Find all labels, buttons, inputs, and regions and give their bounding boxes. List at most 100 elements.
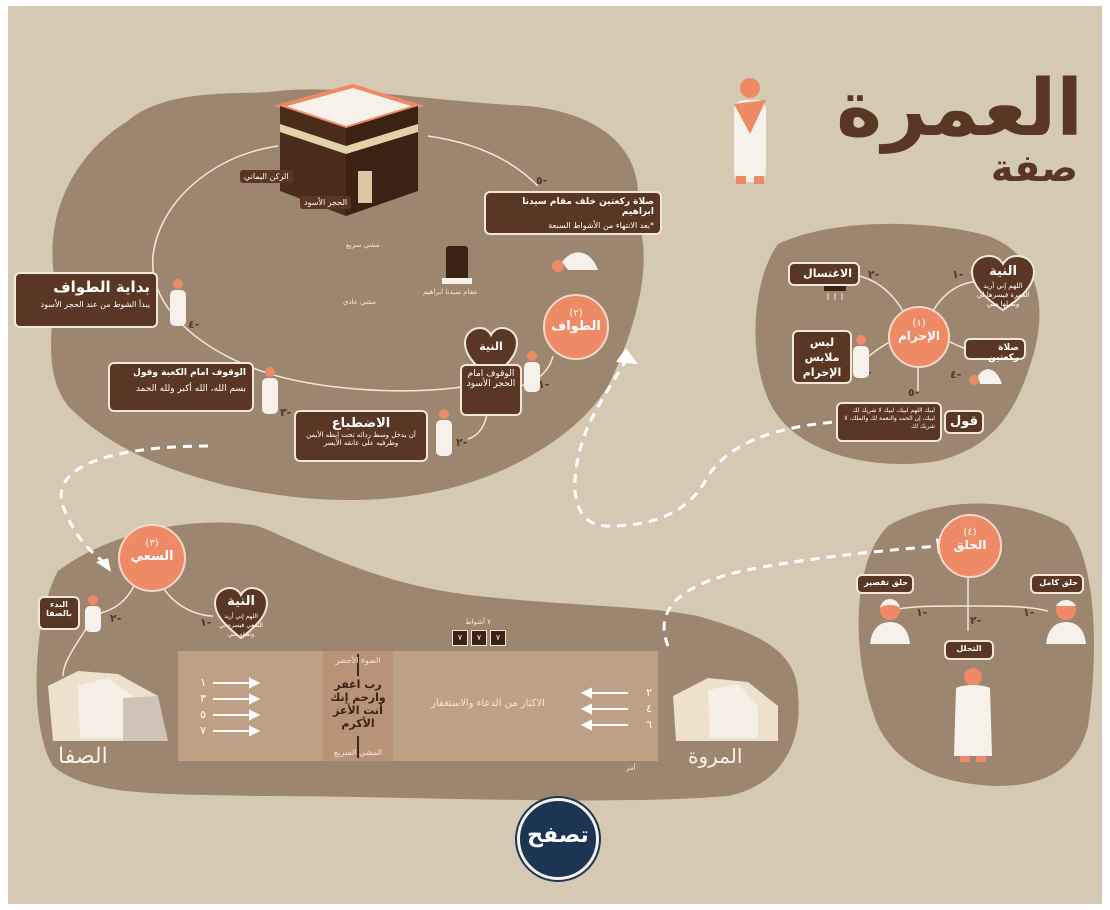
ihram-item-3-title: لبس ملابس الإحرام (802, 336, 842, 379)
halq-step-circle: (٤) الحلق (938, 514, 1002, 578)
sai-item-2-number: ٢- (110, 612, 122, 625)
kaaba-label-rukn: الركن اليماني (240, 170, 293, 183)
ihram-item-4-number: ٤- (950, 368, 962, 381)
lap-number: ٢ (646, 686, 652, 699)
lap-icon-label: ٧ (476, 633, 482, 642)
main-title: العمرة (836, 64, 1083, 154)
logo-text: تصفح (527, 823, 589, 848)
ihram-item-5-number: ٥- (908, 386, 920, 399)
lap-number: ٣ (200, 692, 206, 705)
sai-step-number: (٣) (145, 538, 159, 549)
walk-fast-label: مشي سريع (346, 241, 380, 249)
praying-pilgrim-icon (552, 252, 598, 272)
halq-option-3-title: التحلل (956, 644, 982, 653)
heart-icon (213, 586, 269, 640)
ihram-item-5-text: لبيك اللهم لبيك، لبيك لا شريك لك لبيك، إ… (844, 407, 935, 430)
sai-count-icons: ٧ ٧ ٧ (452, 630, 506, 646)
halq-option-3-box: التحلل (944, 640, 994, 660)
tawaf-niyya-title: النية (479, 340, 503, 353)
tawaf-step-4-box: بداية الطواف يبدأ الشوط من عند الحجر الأ… (14, 272, 158, 328)
connector-sai-to-halq (662, 544, 939, 647)
tawaf-step-4-number: ٤- (188, 318, 200, 331)
pilgrim-icon (170, 279, 186, 326)
safa-mountain-icon (48, 671, 168, 741)
sai-item-1-number: ١- (200, 616, 212, 629)
connector-ihram-to-tawaf (573, 355, 849, 528)
pilgrim-icon (85, 595, 101, 632)
connector-tawaf-to-sai (59, 444, 209, 568)
sub-title: صفة (990, 146, 1078, 190)
tawaf-step-1-number: ١- (538, 378, 550, 391)
tawaf-step-4-title: بداية الطواف (53, 278, 150, 296)
tawaf-step-3-box: الوقوف امام الكعبة وقول بسم الله، الله أ… (108, 362, 254, 412)
shower-icon (824, 286, 846, 300)
halq-option-2-title: حلق تقصير (864, 578, 908, 587)
infographic-canvas: العمرة صفة (٢) الطواف الركن اليماني الحج… (8, 6, 1102, 904)
shaved-head-icon (1046, 600, 1086, 644)
ihram-step-circle: (١) الإحرام (888, 306, 950, 368)
sai-niyya-title: النية (227, 594, 255, 609)
tawaf-step-5-number: ٥- (536, 174, 548, 187)
ihram-niyya-heart: النية اللهم إني أريد العمرة فيسرها لي وت… (970, 254, 1036, 314)
halq-option-1-title: حلق كامل (1039, 578, 1078, 587)
ihram-item-5-title: قول (950, 414, 978, 429)
tawaf-step-4-text: يبدأ الشوط من عند الحجر الأسود (40, 300, 150, 309)
sai-niyya-text: اللهم إني أريد السعي فيسره لي وتقبله مني (219, 613, 263, 638)
ihram-step-label: الإحرام (897, 329, 941, 343)
halq-step-number: (٤) (963, 527, 977, 538)
tawaf-step-5-box: صلاة ركعتين خلف مقام سيدنا ابراهيم *بعد … (484, 191, 662, 235)
halq-option-2-number: ١- (916, 606, 928, 619)
maqam-label: مقام سيدنا ابراهيم (422, 288, 478, 296)
tawaf-step-circle: (٢) الطواف (543, 294, 609, 360)
sai-item-2-title: البدء بالصفا (46, 600, 72, 618)
pilgrim-icon (734, 78, 766, 184)
pilgrim-in-thobe-icon (954, 668, 992, 762)
tawaf-step-5-text: *بعد الانتهاء من الأشواط السبعة (548, 221, 654, 230)
sai-dhikr: الاكثار من الدعاء والاستغفار (431, 698, 545, 709)
halq-option-1-number: ١- (1023, 606, 1035, 619)
ihram-item-2-box: الاغتسال (788, 262, 860, 286)
sai-niyya-heart: النية اللهم إني أريد السعي فيسره لي وتقب… (213, 586, 269, 642)
tawaf-step-2-text: أن يدخل وسط ردائه تحت إبطه الأيمن وطرفيه… (306, 431, 416, 447)
halq-option-1-box: حلق كامل (1030, 574, 1084, 594)
tawaf-circuit (152, 135, 539, 392)
walk-normal-label: مشي عادي (343, 298, 376, 306)
sai-track (178, 651, 658, 761)
sai-laps-left: ١ ٣ ٥ ٧ (190, 676, 206, 740)
ihram-niyya-text: اللهم إني أريد العمرة فيسرها لي وتقبلها … (976, 282, 1030, 308)
lap-number: ٤ (646, 702, 652, 715)
halq-option-3-number: ٢- (970, 614, 982, 627)
halq-option-2-box: حلق تقصير (856, 574, 914, 594)
ihram-step-number: (١) (912, 318, 926, 329)
pilgrim-icon (524, 351, 540, 392)
sai-count-label: ٧ أشواط (465, 618, 491, 626)
halq-step-label: الحلق (953, 538, 987, 552)
tawaf-step-1-box: الوقوف امام الحجر الأسود (460, 364, 522, 416)
tawaf-step-2-title: الاضطباع (331, 416, 391, 431)
safa-label: الصفا (58, 744, 108, 769)
ihram-item-5-title-box: قول (944, 410, 984, 434)
tawaf-step-2-number: ٢- (456, 436, 468, 449)
heart-icon (970, 254, 1036, 312)
ihram-niyya-title: النية (989, 264, 1017, 279)
sai-fast-walk: المشي السريع (333, 748, 383, 757)
lap-number: ٥ (200, 708, 206, 721)
praying-pilgrim-icon (969, 369, 1002, 385)
lap-icon: ٧ (471, 630, 487, 646)
sai-item-2-box: البدء بالصفا (38, 596, 80, 630)
ihram-item-1-number: ١- (952, 268, 964, 281)
lap-number: ٦ (646, 718, 652, 731)
lap-icon-label: ٧ (495, 633, 501, 642)
tawaf-step-label: الطواف (551, 319, 601, 334)
marwa-label: المروة (688, 744, 743, 768)
ihram-item-3-box: لبس ملابس الإحرام (792, 330, 852, 384)
pilgrim-icon (262, 367, 278, 414)
kaaba-icon (273, 83, 425, 216)
logo-badge: تصفح (517, 798, 599, 880)
maqam-icon (442, 246, 472, 284)
ihram-item-2-title: الاغتسال (803, 267, 852, 280)
sai-laps-right: ٢ ٤ ٦ (636, 686, 652, 734)
ihram-item-2-number: ٢- (868, 268, 880, 281)
lap-icon: ٧ (452, 630, 468, 646)
ihram-item-4-box: صلاة ركعتين (964, 338, 1026, 363)
